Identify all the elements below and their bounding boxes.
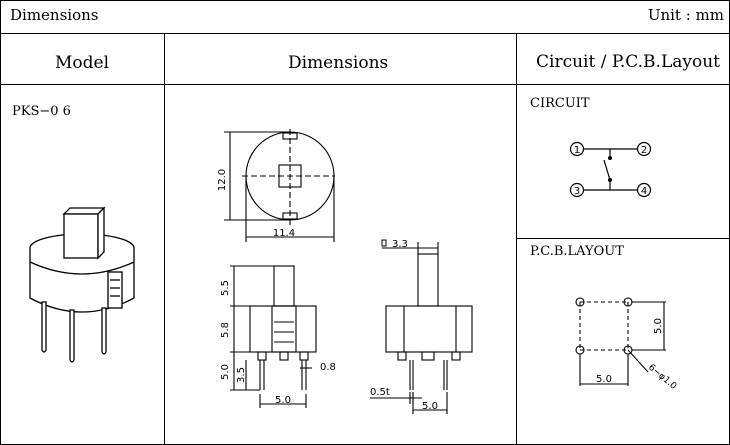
column-header-circuit-layout: Circuit / P.C.B.Layout [536,52,720,72]
column-divider-1 [164,34,165,444]
side-dim-pin-label: 0.5t [370,387,390,398]
column-header-divider [0,84,730,85]
side-dim-base-label: 5.0 [422,401,438,412]
pcb-dim-vertical-label: 5.0 [653,318,664,334]
circuit-pin-3: 3 [574,186,580,197]
side-dim-top-label: 3.3 [392,239,408,250]
front-dim-pin-label: 3.5 [236,367,247,383]
pcb-dim-horizontal-label: 5.0 [596,374,612,385]
side-view-drawing: 3.3 0.5t 5.0 [370,239,473,414]
header-title: Dimensions [10,6,99,24]
top-view-drawing: 12.0 11.4 [217,129,335,242]
front-dim-top-label: 5.5 [220,280,231,296]
front-view-drawing: 5.5 5.8 5.0 3.5 0.8 5.0 [220,265,336,408]
circuit-diagram: 1 2 3 4 [569,141,652,198]
circuit-pin-2: 2 [641,145,647,156]
front-dim-pin-width-label: 0.8 [320,362,336,373]
front-dim-mid-label: 5.8 [220,322,231,338]
circuit-pin-1: 1 [574,145,580,156]
unit-label: Unit : mm [647,6,724,24]
pcb-layout-diagram: 5.0 5.0 6−φ1.0 [575,297,678,392]
circuit-label: CIRCUIT [530,96,590,111]
front-dim-bottom-label: 5.0 [220,364,231,380]
column-header-dimensions: Dimensions [288,53,389,73]
model-name: PKS−0 6 [12,104,71,119]
column-header-model: Model [55,53,110,73]
column-divider-2 [516,34,517,444]
front-dim-base-label: 5.0 [275,395,291,406]
switch-3d-illustration [29,206,135,363]
circuit-pcb-divider [516,238,729,239]
header-divider [0,33,730,34]
pcb-layout-label: P.C.B.LAYOUT [530,244,624,259]
top-view-height-label: 12.0 [217,169,228,191]
top-view-width-label: 11.4 [273,228,295,239]
circuit-pin-4: 4 [641,186,647,197]
pcb-hole-label: 6−φ1.0 [646,363,678,392]
